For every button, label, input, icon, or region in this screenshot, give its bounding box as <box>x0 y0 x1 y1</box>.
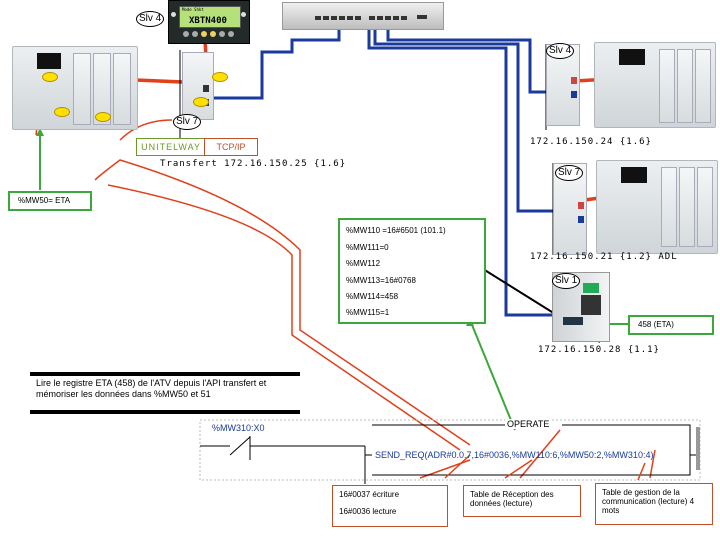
tag-slv7-left: Slv 7 <box>173 114 202 130</box>
register-row: %MW115=1 <box>346 308 390 317</box>
ethernet-cable-left-gateway <box>212 28 341 100</box>
hmi-line1: Mode Shkt <box>182 7 204 12</box>
register-row: %MW114=458 <box>346 292 399 301</box>
hmi-model: XBTN400 <box>189 16 227 26</box>
tag-slv7-right: Slv 7 <box>555 165 584 181</box>
tag-slv4-right: Slv 4 <box>546 43 575 59</box>
send-req-instruction: SEND_REQ(ADR#0.0.7,16#0036,%MW110:6,%MW5… <box>375 450 654 460</box>
eta-label: 458 (ETA) <box>638 320 674 329</box>
ethernet-switch <box>282 2 444 30</box>
operate-block-title: OPERATE <box>505 419 552 429</box>
protocol-unitelway: UNITELWAY <box>136 138 206 156</box>
protocol-tcpip: TCP/IP <box>204 138 258 156</box>
gateway-left <box>182 52 214 120</box>
protocol-box: UNITELWAY TCP/IP <box>136 138 260 156</box>
tag-slv4-hmi: Slv 4 <box>136 11 165 27</box>
note-code-write: 16#0037 écriture <box>339 490 400 499</box>
ethernet-cable-mid-right-gateway <box>373 28 577 213</box>
ethernet-cables <box>212 28 577 317</box>
description-line2: mémoriser les données dans %MW50 et 51 <box>36 389 211 399</box>
register-row: %MW112 <box>346 259 381 268</box>
address-drive: 172.16.150.28 {1.1} <box>538 345 660 355</box>
ethernet-cable-drive <box>367 28 553 317</box>
register-row: %MW110 =16#6501 (101.1) <box>346 226 446 235</box>
ethernet-cable-top-right-gateway <box>386 28 570 94</box>
note-gestion: Table de gestion de la communication (le… <box>595 483 713 525</box>
register-table: %MW110 =16#6501 (101.1) %MW111=0 %MW112 … <box>338 218 486 324</box>
tag-slv1-drive: Slv 1 <box>552 273 581 289</box>
eta-box: 458 (ETA) <box>628 315 714 335</box>
description: Lire le registre ETA (458) de l'ATV depu… <box>36 378 266 400</box>
hmi-terminal: Mode Shkt XBTN400 <box>168 0 250 44</box>
note-code-read: 16#0036 lecture <box>339 507 397 516</box>
mw50-box: %MW50= ETA <box>8 191 92 211</box>
mw50-label: %MW50= ETA <box>18 196 71 205</box>
note-reception-text: Table de Réception des données (lecture) <box>470 490 554 508</box>
note-codes: 16#0037 écriture 16#0036 lecture <box>332 485 448 527</box>
register-row: %MW113=16#0768 <box>346 276 416 285</box>
address-transfert: Transfert 172.16.150.25 {1.6} <box>160 159 347 169</box>
address-plc-mid-right: 172.16.150.21 {1.2} ADL <box>530 252 678 262</box>
plc-top-right <box>594 42 716 128</box>
plc-mid-right <box>596 160 718 254</box>
note-gestion-text: Table de gestion de la communication (le… <box>602 488 695 515</box>
description-line1: Lire le registre ETA (458) de l'ATV depu… <box>36 378 267 388</box>
address-plc-top-right: 172.16.150.24 {1.6} <box>530 137 652 147</box>
contact-label: %MW310:X0 <box>212 423 265 433</box>
plc-left <box>12 46 138 130</box>
register-row: %MW111=0 <box>346 243 389 252</box>
note-reception: Table de Réception des données (lecture) <box>463 485 581 517</box>
